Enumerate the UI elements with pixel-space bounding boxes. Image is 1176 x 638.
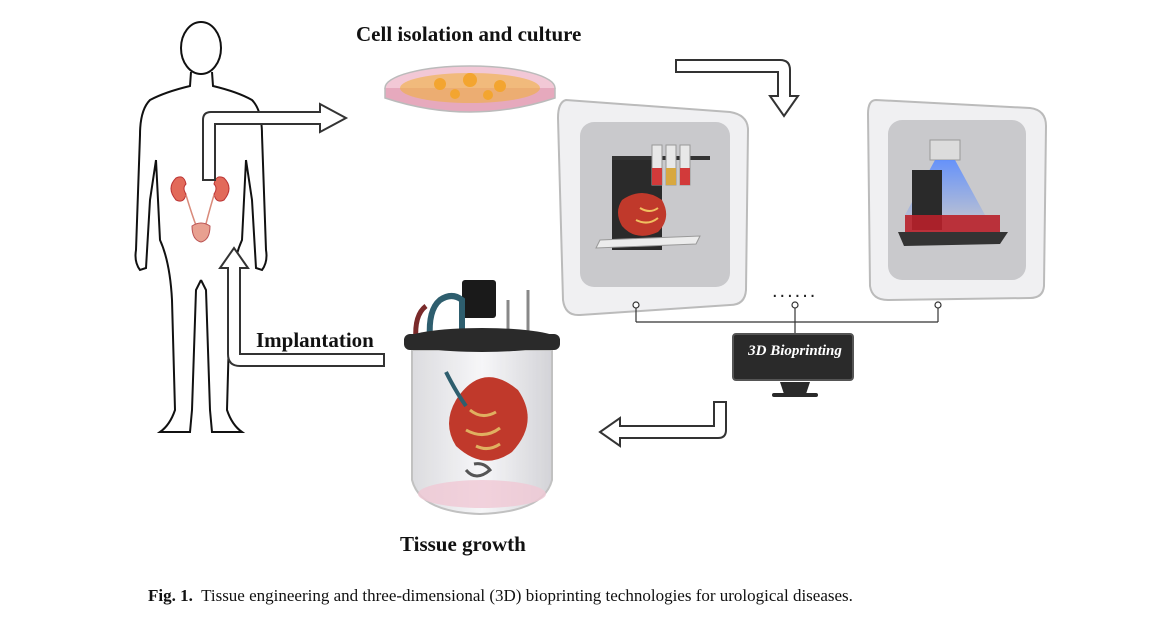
- printer-connector-lines: [632, 301, 942, 334]
- bioreactor-icon: [404, 280, 560, 516]
- caption-text: Tissue engineering and three-dimensional…: [201, 586, 853, 605]
- cell-isolation-label: Cell isolation and culture: [356, 22, 582, 46]
- extrusion-bioprinter-icon: [556, 98, 750, 317]
- caption-prefix: Fig. 1.: [148, 586, 193, 605]
- arrow-to-printer: [675, 59, 800, 118]
- light-bioprinter-icon: [866, 98, 1048, 302]
- figure-caption: Fig. 1. Tissue engineering and three-dim…: [148, 586, 853, 606]
- arrow-to-culture: [202, 102, 349, 181]
- urinary-system-icon: [170, 176, 230, 243]
- more-printers-ellipsis: ......: [772, 280, 818, 302]
- monitor-icon: [732, 333, 854, 397]
- arrow-to-bioreactor: [598, 401, 727, 448]
- arrow-to-body: [218, 246, 385, 367]
- tissue-growth-label: Tissue growth: [400, 532, 526, 556]
- implantation-label: Implantation: [256, 328, 374, 352]
- bioprinting-label: 3D Bioprinting: [748, 343, 842, 359]
- petri-dish-icon: [384, 65, 556, 113]
